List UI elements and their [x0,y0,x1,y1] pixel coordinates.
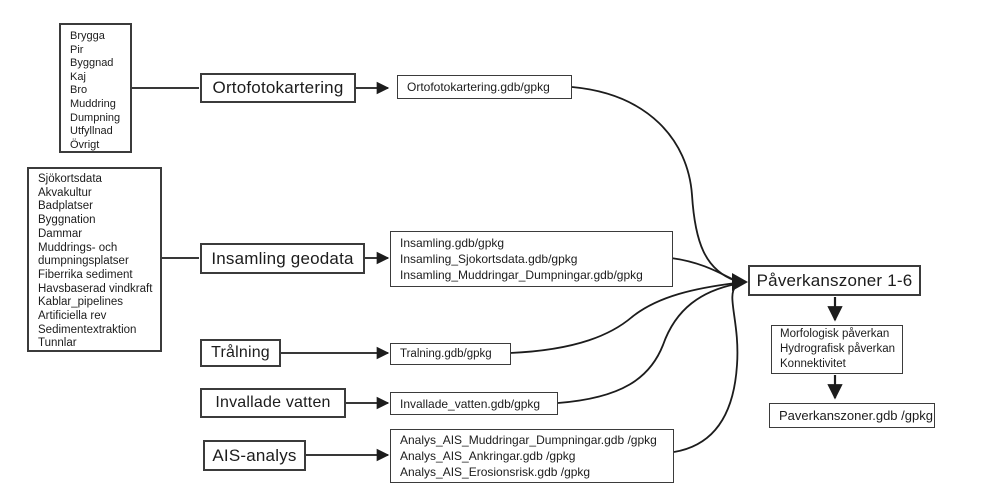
output-file: Invallade_vatten.gdb/gpkg [400,396,541,411]
list-item: Artificiella rev [38,310,107,323]
final-output-file: Paverkanszoner.gdb /gpkg [779,408,933,423]
list-item: Sjökortsdata [38,173,102,185]
list-item: Kaj [70,70,86,83]
list-item: Byggnad [70,57,114,70]
result-label: Påverkanszoner 1-6 [756,270,913,290]
output-file: Insamling.gdb/gpkg [400,236,505,250]
result-paverkanszoner: Påverkanszoner 1-6 [748,265,921,296]
list-item: Badplatser [38,200,93,213]
process-label: AIS-analys [212,445,297,465]
output-ais: Analys_AIS_Muddringar_Dumpningar.gdb /gp… [390,429,674,483]
final-output-box: Paverkanszoner.gdb /gpkg [769,403,935,428]
list-item: Bro [70,84,88,97]
curve-ortofoto-to-zones [571,86,737,282]
list-item: Dammar [38,227,83,240]
process-ais-analys: AIS-analys [203,440,306,471]
curve-invallade-to-zones [557,283,737,404]
output-file: Tralning.gdb/gpkg [400,348,492,360]
output-file: Analys_AIS_Ankringar.gdb /gpkg [400,449,576,463]
output-file: Ortofotokartering.gdb/gpkg [407,80,550,94]
output-file: Insamling_Muddringar_Dumpningar.gdb/gpkg [400,268,643,282]
list-item: Tunnlar [38,337,77,350]
curve-tralning-to-zones [509,282,737,354]
list-item: Pir [70,43,84,56]
process-label: Invallade vatten [215,394,331,411]
output-tralning: Tralning.gdb/gpkg [390,343,511,365]
list-item: Muddring [70,97,116,110]
list-item: Fiberrika sediment [38,268,133,281]
impact-type: Hydrografisk påverkan [780,343,896,355]
process-tralning: Trålning [200,339,281,367]
output-file: Analys_AIS_Muddringar_Dumpningar.gdb /gp… [400,433,657,447]
geodata-source-list-box: Sjökortsdata Akvakultur Badplatser Byggn… [27,167,162,352]
process-label: Insamling geodata [211,248,354,268]
output-invallade-vatten: Invallade_vatten.gdb/gpkg [390,392,558,415]
impact-type: Konnektivitet [780,358,846,370]
process-label: Trålning [211,344,270,361]
list-item: Muddrings- och dumpningsplatser [38,241,129,268]
process-invallade-vatten: Invallade vatten [200,388,346,418]
impact-type: Morfologisk påverkan [780,328,890,340]
list-item: Akvakultur [38,186,92,199]
process-ortofotokartering: Ortofotokartering [200,73,356,103]
list-item: Sedimentextraktion [38,323,137,336]
process-insamling-geodata: Insamling geodata [200,243,365,274]
output-file: Insamling_Sjokortsdata.gdb/gpkg [400,252,578,266]
list-item: Övrigt [70,138,100,151]
list-item: Byggnation [38,214,96,227]
curve-ais-to-zones [673,285,739,453]
list-item: Kablar_pipelines [38,296,124,309]
converge-arrowhead [732,273,748,291]
output-ortofotokartering: Ortofotokartering.gdb/gpkg [397,75,572,99]
process-label: Ortofotokartering [212,78,344,97]
impact-types-box: Morfologisk påverkan Hydrografisk påverk… [771,325,903,374]
ortofoto-source-list-box: Brygga Pir Byggnad Kaj Bro Muddring Dump… [59,23,132,153]
list-item: Brygga [70,30,105,42]
curve-insamling-to-zones [670,257,737,282]
output-insamling: Insamling.gdb/gpkg Insamling_Sjokortsdat… [390,231,673,287]
list-item: Havsbaserad vindkraft [38,282,153,295]
list-item: Dumpning [70,111,121,124]
list-item: Utfyllnad [70,125,113,138]
output-file: Analys_AIS_Erosionsrisk.gdb /gpkg [400,465,591,479]
